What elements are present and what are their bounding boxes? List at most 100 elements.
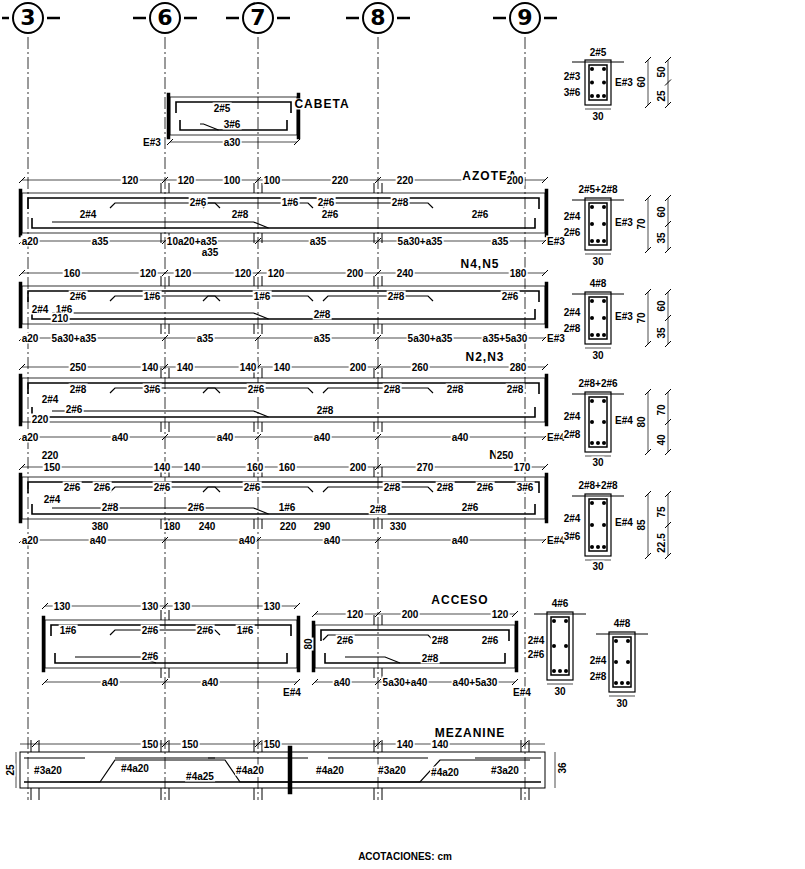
rebar-label: 2#4 xyxy=(79,209,98,220)
rebar-label: 2#8+2#6 xyxy=(577,378,618,389)
dimension-tick xyxy=(375,611,381,617)
rebar-dot xyxy=(590,399,594,403)
section-outline xyxy=(585,392,611,452)
column-mark xyxy=(262,422,263,432)
rebar-label: 120 xyxy=(177,175,196,186)
dimension-tick xyxy=(542,177,548,183)
rebar-label: E#4 xyxy=(512,687,532,698)
rebar-label: 130 xyxy=(263,601,282,612)
rebar-label: #3a20 xyxy=(33,765,63,776)
dimension-tick xyxy=(665,522,671,528)
bottom-rebar xyxy=(325,653,505,663)
column-edge xyxy=(545,374,548,426)
bottom-rebar xyxy=(32,309,535,319)
axis-dash xyxy=(544,17,557,20)
axis-line xyxy=(378,37,379,800)
rebar-dot xyxy=(602,523,606,527)
rebar-label: 22.5 xyxy=(656,532,667,553)
rebar-label: a20 xyxy=(21,535,40,546)
rebar-label: E#4 xyxy=(614,415,634,426)
axis-dash xyxy=(397,17,410,20)
beam-section xyxy=(572,289,671,348)
column-mark xyxy=(31,788,32,800)
column-mark xyxy=(161,368,162,378)
rebar-label: 1#6 xyxy=(281,197,300,208)
axis-number: 6 xyxy=(157,7,172,29)
support-rebar xyxy=(328,757,428,758)
axis-line xyxy=(258,37,259,800)
stirrup xyxy=(589,297,607,339)
rebar-label: 220 xyxy=(279,521,298,532)
rebar-dot xyxy=(590,545,594,549)
dimension-line xyxy=(22,338,545,339)
column-mark xyxy=(382,615,383,625)
axis-dash xyxy=(2,17,9,20)
rebar-label: a35 xyxy=(201,247,220,258)
column-mark xyxy=(374,615,375,625)
axis-bubble: 9 xyxy=(509,2,541,34)
dimension-tick xyxy=(645,389,651,395)
support-rebar xyxy=(323,296,433,301)
column-mark xyxy=(374,276,375,286)
section-outline xyxy=(585,494,611,556)
rebar-dot xyxy=(602,420,606,424)
bent-rebar xyxy=(52,411,269,417)
dimension-tick xyxy=(375,335,381,341)
dimension-tick xyxy=(162,603,168,609)
rebar-label: 30 xyxy=(591,350,604,361)
rebar-label: 2#8 xyxy=(506,384,525,395)
rebar-label: 150 xyxy=(43,462,62,473)
dimension-tick xyxy=(665,553,671,559)
dimension-tick xyxy=(32,741,38,747)
rebar-label: 1#6 xyxy=(236,625,255,636)
rebar-label: 2#6 xyxy=(189,197,208,208)
rebar-label: 2#6 xyxy=(153,482,172,493)
beam-elevation xyxy=(19,364,548,440)
dimension-tick xyxy=(294,679,300,685)
rebar-label: 1#6 xyxy=(59,625,78,636)
slab-line xyxy=(572,62,624,63)
dimension-line xyxy=(648,60,649,105)
rebar-label: a35 xyxy=(91,236,110,247)
section-outline xyxy=(609,632,635,692)
axis-line xyxy=(165,37,166,800)
dimension-tick xyxy=(665,221,671,227)
dimension-tick xyxy=(665,491,671,497)
rebar-label: 2#4 xyxy=(563,211,582,222)
column-mark xyxy=(161,276,162,286)
dimension-tick xyxy=(162,741,168,747)
rebar-label: 140 xyxy=(273,362,292,373)
dimension-tick xyxy=(42,679,48,685)
rebar-label: #4a20 xyxy=(120,763,150,774)
rebar-dot xyxy=(552,644,556,648)
beam-section xyxy=(572,57,671,109)
rebar-label: 2#8 xyxy=(101,502,120,513)
dimension-tick xyxy=(375,238,381,244)
column-edge xyxy=(167,93,170,139)
section-outline xyxy=(585,60,611,105)
rebar-label: 200 xyxy=(349,462,368,473)
rebar-label: 30 xyxy=(615,698,628,709)
beam-outline xyxy=(22,477,545,519)
rebar-label: 2#6 xyxy=(243,482,262,493)
rebar-label: 1#6 xyxy=(253,291,272,302)
beam-outline xyxy=(170,97,297,135)
column-mark xyxy=(262,276,263,286)
column-edge xyxy=(545,473,548,523)
rebar-label: 260 xyxy=(411,362,430,373)
rebar-label: 120 xyxy=(234,268,253,279)
dimension-tick xyxy=(375,434,381,440)
rebar-label: 30 xyxy=(591,256,604,267)
rebar-label: a40 xyxy=(451,535,470,546)
dimension-tick xyxy=(255,434,261,440)
axis-dash xyxy=(226,17,239,20)
beam-title: N2,N3 xyxy=(464,352,505,363)
column-mark xyxy=(262,368,263,378)
rebar-dot xyxy=(596,441,600,445)
rebar-label: 120 xyxy=(139,268,158,279)
rebar-label: 2#8 xyxy=(589,671,608,682)
rebar-label: E#3 xyxy=(142,137,162,148)
column-mark xyxy=(254,422,255,432)
rebar-label: a40 xyxy=(451,432,470,443)
rebar-dot xyxy=(590,67,594,71)
